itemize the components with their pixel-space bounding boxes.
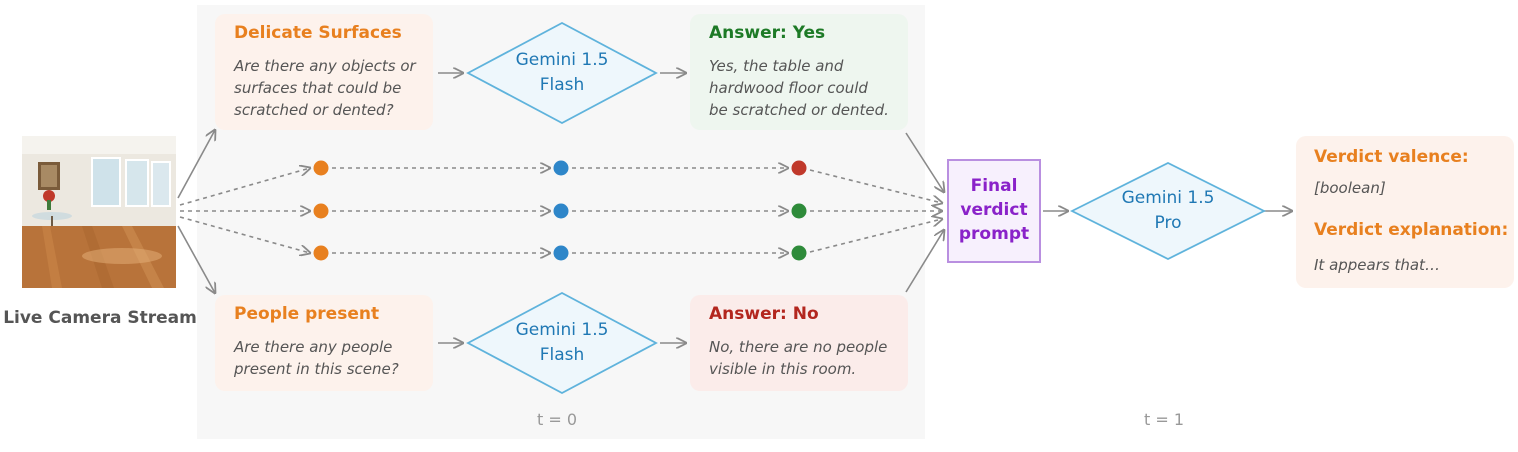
question-text-delicate: Are there any objects or surfaces that c…: [234, 57, 416, 119]
time-label-t1: t = 1: [1144, 410, 1185, 429]
arrow-answer-yes-to-final: [905, 132, 944, 192]
answer-title-no: Answer: No: [709, 304, 819, 324]
dashed-camera-to-row3: [179, 216, 310, 253]
gemini-flash-diamond-top: [466, 21, 658, 125]
verdict-explanation-title: Verdict explanation:: [1314, 220, 1509, 240]
camera-frame-image: [22, 136, 176, 288]
answer-text-yes: Yes, the table and hardwood floor could …: [709, 57, 889, 119]
question-box-people: [215, 295, 433, 391]
verdict-valence-value: [boolean]: [1314, 179, 1386, 197]
question-text-people: Are there any people present in this sce…: [234, 338, 399, 378]
dashed-row3-answer-to-final: [809, 219, 942, 253]
pipeline-dot-row2-input: [313, 203, 329, 219]
answer-box-yes: [690, 14, 908, 130]
gemini-flash-diamond-bottom: [466, 291, 658, 395]
dashed-row1-answer-to-final: [809, 169, 942, 203]
pipeline-dot-row3-model: [553, 245, 569, 261]
pipeline-dot-row1-model: [553, 160, 569, 176]
verdict-explanation-value: It appears that…: [1314, 256, 1440, 274]
gemini-flash-label-top: Gemini 1.5 Flash: [515, 50, 609, 95]
final-verdict-prompt-label: Final verdict prompt: [958, 176, 1030, 244]
answer-text-no: No, there are no people visible in this …: [709, 338, 888, 378]
verdict-output-box: [1296, 136, 1514, 288]
final-verdict-prompt-box: [947, 159, 1041, 263]
question-title-delicate: Delicate Surfaces: [234, 23, 402, 43]
answer-title-yes: Answer: Yes: [709, 23, 826, 43]
gemini-pro-label: Gemini 1.5 Pro: [1121, 188, 1215, 233]
arrow-camera-to-question-top: [177, 130, 215, 199]
pipeline-dot-row2-answer: [791, 203, 807, 219]
answer-box-no: [690, 295, 908, 391]
gemini-flash-label-bottom: Gemini 1.5 Flash: [515, 320, 609, 365]
camera-stream-label: Live Camera Stream: [3, 308, 197, 328]
gemini-pro-diamond: [1069, 161, 1267, 261]
verdict-valence-title: Verdict valence:: [1314, 147, 1469, 167]
pipeline-dot-row1-answer: [791, 160, 807, 176]
pipeline-dot-row3-input: [313, 245, 329, 261]
pipeline-dot-row3-answer: [791, 245, 807, 261]
arrow-answer-no-to-final: [905, 230, 944, 293]
time-label-t0: t = 0: [537, 410, 578, 429]
pipeline-dot-row1-input: [313, 160, 329, 176]
dashed-camera-to-row1: [179, 168, 310, 206]
question-title-people: People present: [234, 304, 380, 324]
arrow-camera-to-question-bottom: [177, 225, 215, 293]
pipeline-dot-row2-model: [553, 203, 569, 219]
question-box-delicate: [215, 14, 433, 130]
